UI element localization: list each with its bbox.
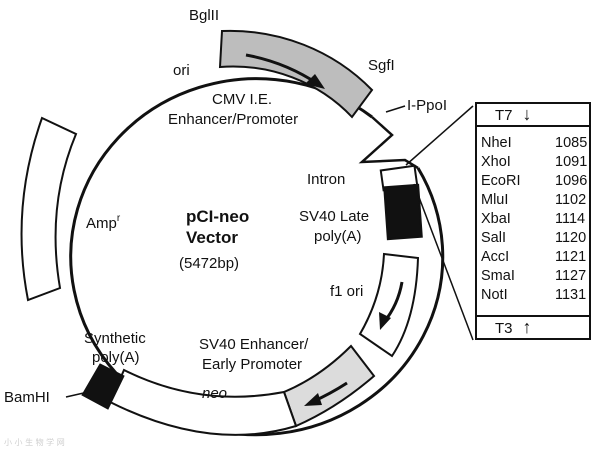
mcs-site-row: XbaI 1114 — [481, 210, 595, 229]
mcs-enzyme-name: MluI — [481, 192, 509, 208]
sv40-late-label-line1: SV40 Late — [299, 208, 369, 225]
f1-ori-label: f1 ori — [330, 283, 363, 300]
mcs-enzyme-name: SmaI — [481, 268, 515, 284]
f1-arrowhead — [379, 312, 391, 330]
sv40-enhancer-label-line2: Early Promoter — [202, 356, 302, 373]
ori-label: ori — [173, 62, 190, 79]
ampr-label: Ampr — [86, 213, 121, 232]
f1-ori-segment — [358, 252, 420, 358]
mcs-connector-bottom — [413, 183, 474, 341]
t7-arrow-icon: ↓ — [522, 104, 532, 124]
sv40-enhancer-label-line1: SV40 Enhancer/ — [199, 336, 309, 353]
mcs-site-row: EcoRI 1096 — [481, 172, 595, 191]
ampr-label-superscript: r — [117, 213, 121, 224]
mcs-site-position: 1091 — [555, 154, 588, 170]
ampr-segment — [20, 116, 78, 302]
mcs-enzyme-name: AccI — [481, 249, 510, 265]
ampr-label-text: Amp — [86, 215, 117, 232]
intron-connector — [358, 116, 419, 170]
synthetic-polya-label-line1: Synthetic — [84, 330, 146, 347]
mcs-site-row: AccI 1121 — [481, 248, 595, 267]
mcs-enzyme-name: NheI — [481, 135, 512, 151]
mcs-site-position: 1131 — [555, 287, 587, 303]
mcs-connector-top — [405, 105, 474, 166]
cmv-label-line2: Enhancer/Promoter — [168, 111, 298, 128]
mcs-enzyme-name: NotI — [481, 287, 508, 303]
mcs-enzyme-name: EcoRI — [481, 173, 521, 189]
t3-primer-label: T3 — [495, 320, 513, 337]
mcs-site-position: 1127 — [555, 268, 587, 284]
bglii-label: BglII — [189, 7, 219, 24]
vector-size: (5472bp) — [179, 255, 239, 272]
neo-segment — [108, 368, 298, 436]
neo-label: neo — [202, 385, 227, 402]
sv40-late-label-line2: poly(A) — [314, 228, 362, 245]
vector-name-line2: Vector — [186, 228, 238, 247]
sgfi-label: SgfI — [368, 57, 395, 74]
mcs-site-position: 1114 — [555, 211, 586, 227]
bamhi-leader — [65, 391, 89, 398]
t3-primer-box: T3 ↑ — [475, 315, 591, 340]
mcs-site-position: 1120 — [555, 230, 587, 246]
mcs-site-row: NheI 1085 — [481, 134, 595, 153]
sv40-arrowhead — [304, 393, 322, 406]
intron-label: Intron — [307, 171, 345, 188]
mcs-site-row: NotI 1131 — [481, 286, 595, 305]
cmv-label-line1: CMV I.E. — [212, 91, 272, 108]
mcs-site-row: SalI 1120 — [481, 229, 595, 248]
mcs-site-position: 1096 — [555, 173, 588, 189]
mcs-enzyme-name: XbaI — [481, 211, 511, 227]
bamhi-label: BamHI — [4, 389, 50, 406]
mcs-enzyme-name: XhoI — [481, 154, 511, 170]
watermark-text: 小 小 生 物 学 网 — [4, 437, 65, 447]
mcs-site-position: 1121 — [555, 249, 587, 265]
synthetic-polya-label-line2: poly(A) — [92, 349, 140, 366]
ippoi-leader — [385, 105, 406, 113]
mcs-site-row: MluI 1102 — [481, 191, 595, 210]
mcs-site-position: 1085 — [555, 135, 588, 151]
mcs-enzyme-name: SalI — [481, 230, 506, 246]
sv40-late-polya-segment — [383, 183, 423, 241]
synthetic-polya-segment — [81, 363, 125, 410]
vector-name: pCI-neo — [186, 207, 249, 226]
cmv-arrowhead — [305, 74, 325, 89]
ippoi-label: I-PpoI — [407, 97, 447, 114]
mcs-site-row: SmaI 1127 — [481, 267, 595, 286]
t3-arrow-icon: ↑ — [522, 317, 532, 337]
mcs-site-position: 1102 — [555, 192, 587, 208]
t7-primer-box: T7 ↓ — [475, 102, 591, 127]
cmv-promoter-segment — [218, 29, 374, 119]
t7-primer-label: T7 — [495, 107, 513, 124]
mcs-site-row: XhoI 1091 — [481, 153, 595, 172]
